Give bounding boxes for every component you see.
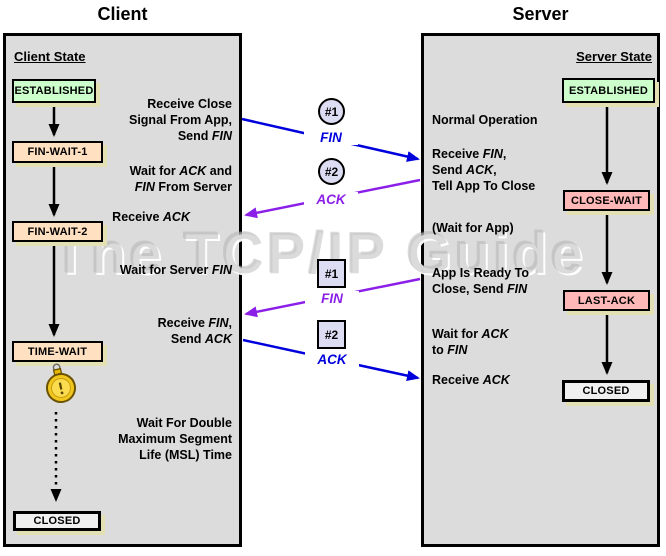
client-note-wait-ack-fin: Wait for ACK and FIN From Server bbox=[129, 164, 232, 194]
client-state-fin-wait-2: FIN-WAIT-2 bbox=[12, 221, 103, 242]
server-state-heading: Server State bbox=[576, 49, 652, 64]
fin1-label: FIN bbox=[304, 130, 358, 145]
server-state-last-ack: LAST-ACK bbox=[563, 290, 650, 311]
fin2-label: FIN bbox=[305, 291, 359, 306]
server-note-normal-operation: Normal Operation bbox=[432, 113, 538, 127]
client-note-receive-close: Receive Close Signal From App, Send FIN bbox=[128, 97, 232, 143]
ack2-label: ACK bbox=[305, 352, 359, 367]
message-badge-2-square: #2 bbox=[317, 320, 346, 349]
client-note-receive-fin-send-ack: Receive FIN, Send ACK bbox=[157, 316, 232, 346]
client-note-receive-ack: Receive ACK bbox=[112, 210, 190, 224]
client-panel bbox=[3, 33, 242, 547]
server-state-close-wait: CLOSE-WAIT bbox=[563, 190, 650, 211]
message-badge-2-circle: #2 bbox=[318, 158, 345, 185]
client-note-wait-msl: Wait For Double Maximum Segment Life (MS… bbox=[118, 416, 232, 462]
client-note-wait-server-fin: Wait for Server FIN bbox=[119, 263, 232, 277]
server-title: Server bbox=[512, 4, 569, 24]
server-note-receive-fin: Receive FIN, Send ACK, Tell App To Close bbox=[432, 147, 536, 193]
server-note-wait-ack-to-fin: Wait for ACK to FIN bbox=[432, 327, 509, 357]
server-state-closed: CLOSED bbox=[562, 380, 650, 402]
client-state-fin-wait-1: FIN-WAIT-1 bbox=[12, 141, 103, 163]
client-state-closed: CLOSED bbox=[13, 511, 101, 531]
message-badge-1-square: #1 bbox=[317, 259, 346, 288]
server-note-receive-ack: Receive ACK bbox=[432, 373, 510, 387]
client-state-heading: Client State bbox=[14, 49, 86, 64]
server-note-app-ready: App Is Ready To Close, Send FIN bbox=[432, 266, 530, 296]
client-state-time-wait: TIME-WAIT bbox=[12, 341, 103, 362]
client-state-established: ESTABLISHED bbox=[12, 79, 96, 103]
server-note-wait-for-app: (Wait for App) bbox=[432, 221, 514, 235]
client-title: Client bbox=[97, 4, 148, 24]
message-badge-1-circle: #1 bbox=[318, 98, 345, 125]
ack1-label: ACK bbox=[304, 192, 358, 207]
server-state-established: ESTABLISHED bbox=[562, 78, 655, 103]
